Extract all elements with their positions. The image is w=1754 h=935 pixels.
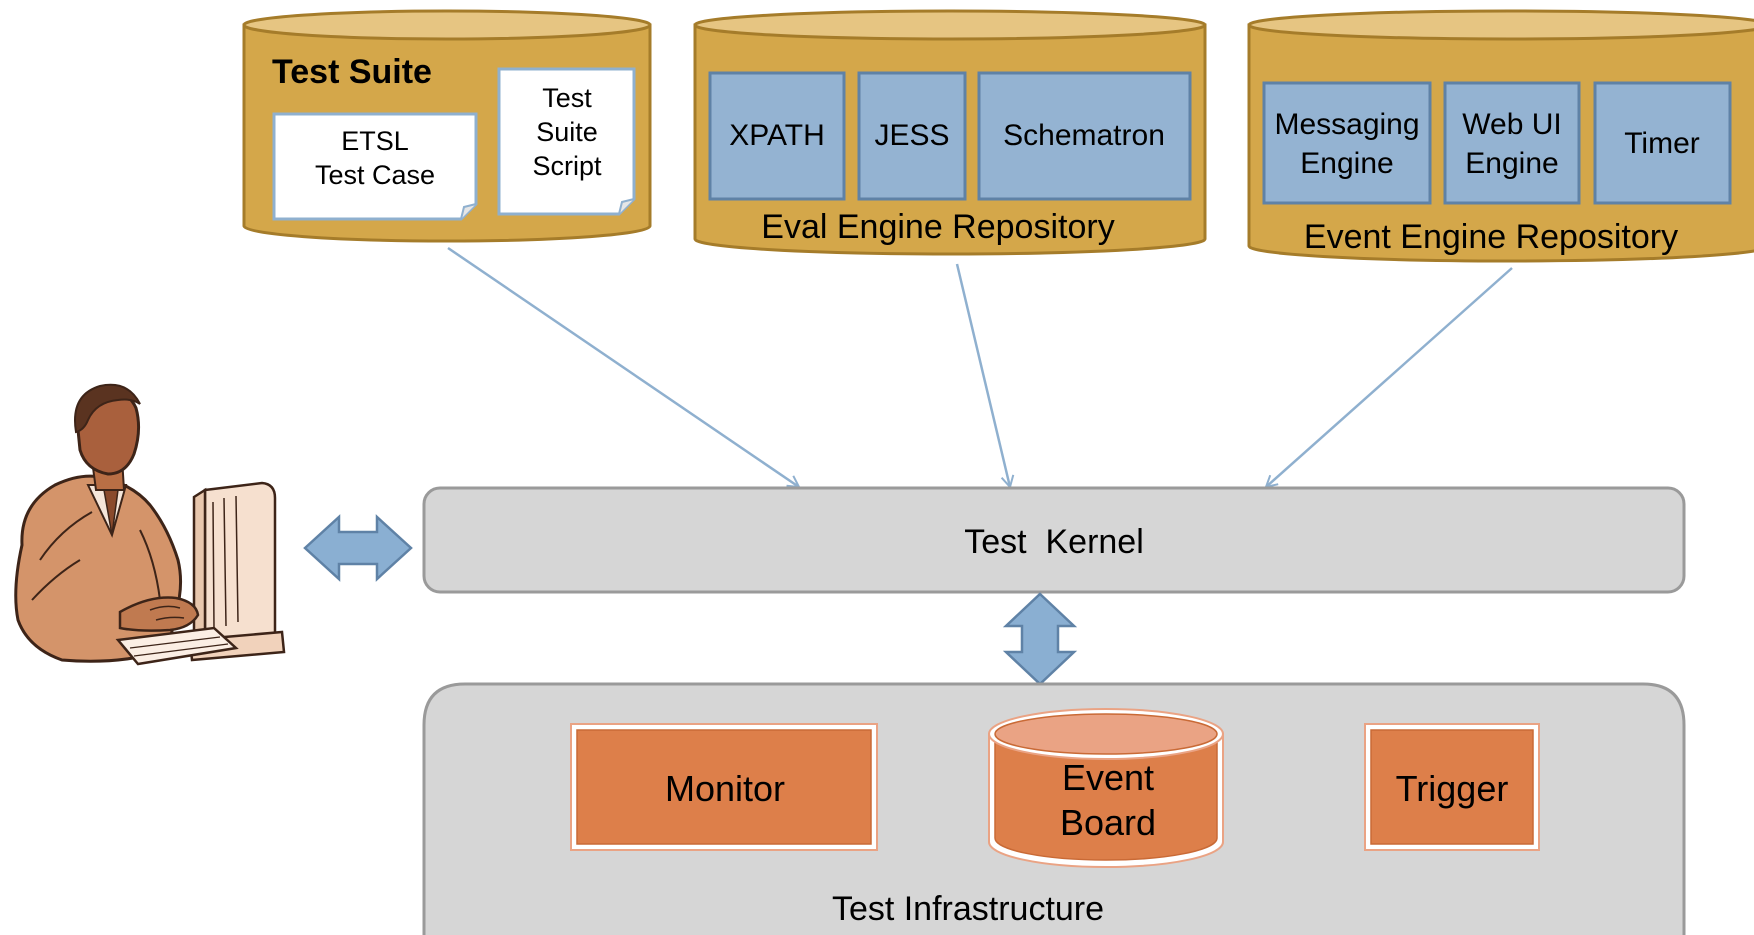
engine-web-ui-line1: Web UI: [1462, 108, 1561, 141]
engine-messaging-line2: Engine: [1300, 147, 1393, 180]
arrow-eval-repo-to-kernel: [955, 263, 1010, 487]
test-suite-repository: Test Suite ETSL Test Case Test Suite Scr…: [242, 9, 652, 243]
engine-xpath-label: XPATH: [729, 119, 825, 152]
kernel-label: Test Kernel: [964, 523, 1144, 561]
engine-timer-line1: Timer: [1624, 127, 1700, 160]
user-at-computer-icon: [14, 383, 286, 666]
event-engine-repository: Messaging Engine Web UI Engine Timer Eve…: [1247, 9, 1754, 263]
engine-web-ui: [1443, 81, 1581, 205]
trigger-box: Trigger: [1364, 723, 1540, 851]
test-suite-script-document: Test Suite Script: [497, 67, 636, 216]
event-board-cylinder: Event Board: [988, 708, 1224, 868]
event-repo-title: Event Engine Repository: [1304, 218, 1678, 256]
etsl-doc-line2: Test Case: [315, 160, 435, 190]
engine-messaging: [1262, 81, 1432, 205]
infrastructure-label: Test Infrastructure: [832, 890, 1104, 928]
monitor-box: Monitor: [570, 723, 878, 851]
engine-timer: [1593, 81, 1732, 205]
eval-repo-title: Eval Engine Repository: [761, 208, 1114, 246]
engine-jess-label: JESS: [874, 119, 949, 152]
engine-schematron-label: Schematron: [1003, 119, 1165, 152]
event-board-line1: Event: [1062, 757, 1154, 798]
engine-messaging-line1: Messaging: [1274, 108, 1419, 141]
etsl-test-case-document: ETSL Test Case: [272, 112, 478, 221]
monitor-label: Monitor: [665, 768, 785, 809]
etsl-doc-line1: ETSL: [341, 126, 409, 156]
arrow-test-suite-to-kernel: [447, 246, 799, 487]
user-kernel-double-arrow: [303, 514, 413, 582]
engine-xpath: [708, 71, 846, 201]
test-kernel: Test Kernel: [422, 486, 1686, 594]
test-suite-title: Test Suite: [272, 53, 432, 91]
trigger-label: Trigger: [1396, 768, 1509, 809]
engine-jess: [857, 71, 967, 201]
engine-web-ui-line2: Engine: [1465, 147, 1558, 180]
script-doc-line3: Script: [532, 151, 602, 181]
kernel-infrastructure-double-arrow: [1002, 592, 1078, 686]
arrow-event-repo-to-kernel: [1266, 267, 1513, 487]
engine-schematron: [977, 71, 1192, 201]
test-infrastructure: Monitor Event Board Trigger Test Infrast…: [422, 682, 1686, 935]
script-doc-line1: Test: [542, 83, 592, 113]
event-board-line2: Board: [1060, 802, 1156, 843]
eval-engine-repository: XPATH JESS Schematron Eval Engine Reposi…: [693, 9, 1207, 256]
script-doc-line2: Suite: [536, 117, 598, 147]
